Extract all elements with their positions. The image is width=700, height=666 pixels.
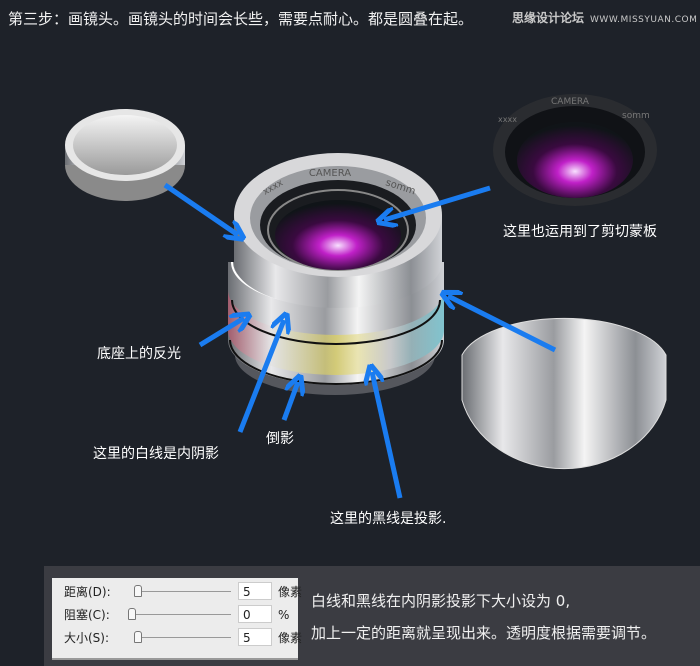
- arrow-white-line: [237, 320, 284, 433]
- slider-knob[interactable]: [128, 608, 136, 620]
- closeup-engraving-somm: somm: [622, 111, 650, 121]
- watermark-url: WWW.MISSYUAN.COM: [590, 15, 698, 25]
- arrow-metal: [448, 296, 557, 353]
- choke-label: 阻塞(C):: [64, 608, 110, 622]
- watermark: 思缘设计论坛 WWW.MISSYUAN.COM: [512, 9, 697, 26]
- camera-lens: CAMERA xxxx somm: [228, 153, 444, 395]
- label-base-reflection: 底座上的反光: [97, 346, 181, 362]
- size-row: 大小(S): 5 像素: [64, 628, 302, 648]
- slider-knob[interactable]: [134, 585, 142, 597]
- lens-detail-closeup: CAMERA xxxx somm: [493, 94, 657, 206]
- label-white-line: 这里的白线是内阴影: [93, 446, 219, 462]
- arrow-reflection: [281, 382, 298, 421]
- size-input[interactable]: 5: [238, 628, 272, 646]
- slider-knob[interactable]: [134, 631, 142, 643]
- shadow-settings-dialog: 距离(D): 5 像素 阻塞(C): 0 % 大小(S): 5 像素: [52, 578, 302, 660]
- watermark-cn: 思缘设计论坛: [512, 11, 585, 25]
- distance-slider[interactable]: [134, 585, 231, 597]
- closeup-engraving-xxxx: xxxx: [498, 115, 517, 124]
- size-unit: 像素: [278, 631, 303, 645]
- size-label: 大小(S):: [64, 631, 110, 645]
- note-line-1: 白线和黑线在内阴影投影下大小设为 0,: [311, 592, 571, 610]
- lens-illustration: CAMERA xxxx somm CAMERA xxxx somm: [65, 94, 667, 499]
- label-black-line: 这里的黑线是投影.: [330, 511, 447, 527]
- distance-input[interactable]: 5: [238, 582, 272, 600]
- choke-slider[interactable]: [128, 608, 231, 620]
- metal-disc-sample: [461, 317, 667, 470]
- arrow-reflection-base: [198, 318, 244, 348]
- distance-row: 距离(D): 5 像素: [64, 582, 302, 602]
- distance-unit: 像素: [278, 585, 303, 599]
- size-slider[interactable]: [134, 631, 231, 643]
- arrow-cap: [163, 182, 238, 235]
- closeup-engraving-camera: CAMERA: [551, 97, 590, 107]
- engraving-camera: CAMERA: [309, 168, 351, 179]
- page-title: 第三步：画镜头。画镜头的时间会长些，需要点耐心。都是圆叠在起。: [8, 10, 474, 28]
- note-line-2: 加上一定的距离就呈现出来。透明度根据需要调节。: [311, 624, 657, 642]
- label-reflection: 倒影: [266, 431, 294, 447]
- choke-input[interactable]: 0: [238, 605, 272, 623]
- label-clipping-mask: 这里也运用到了剪切蒙板: [503, 224, 657, 240]
- distance-label: 距离(D):: [64, 585, 111, 599]
- choke-unit: %: [278, 608, 290, 622]
- lens-cap: [65, 109, 185, 201]
- arrow-black-line: [372, 372, 403, 499]
- choke-row: 阻塞(C): 0 %: [64, 605, 294, 625]
- annotation-arrows: [163, 182, 557, 499]
- arrow-glass: [384, 185, 491, 220]
